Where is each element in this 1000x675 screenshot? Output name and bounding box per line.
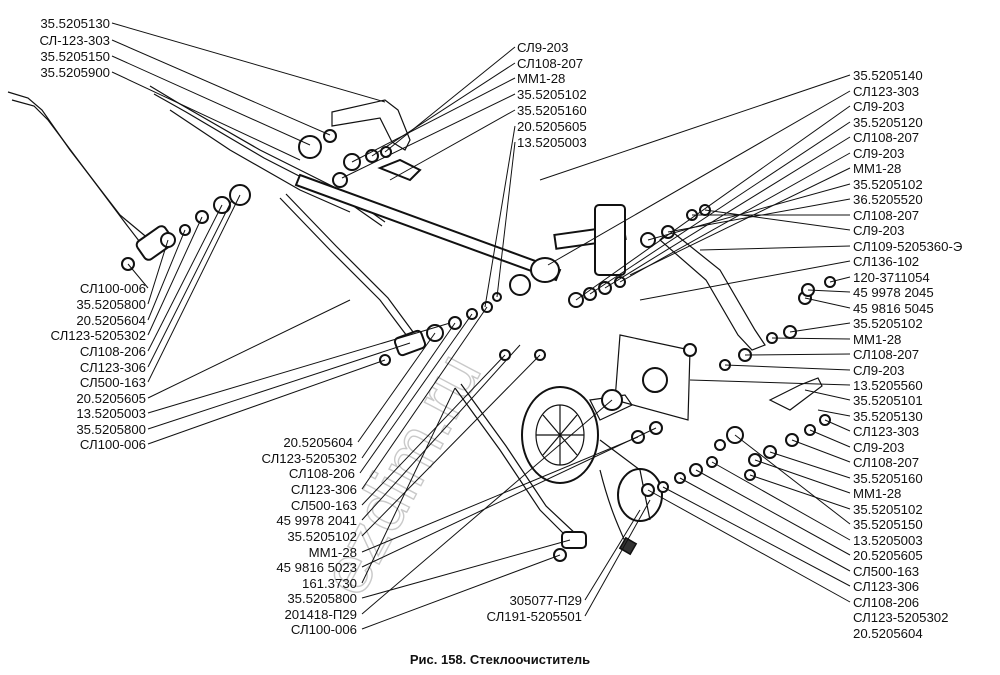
part-label: 35.5205102 xyxy=(853,177,923,192)
labels-left-low: 20.5205604 СЛ123-5205302 СЛ108-206 СЛ123… xyxy=(262,435,357,637)
part-label: 35.5205102 xyxy=(853,502,923,517)
part-label: СЛ-123-303 xyxy=(39,33,110,48)
top-crank xyxy=(331,99,411,151)
part-label: СЛ9-203 xyxy=(853,99,904,114)
part-label: 20.5205605 xyxy=(76,391,146,406)
part-label: 120-3711054 xyxy=(853,270,930,285)
part-label: ММ1-28 xyxy=(517,71,565,86)
part-label: 35.5205150 xyxy=(40,49,110,64)
part-label: 20.5205604 xyxy=(283,435,353,450)
labels-right: 35.5205140 СЛ123-303 СЛ9-203 35.5205120 … xyxy=(853,68,963,641)
part-label: ММ1-28 xyxy=(853,332,901,347)
part-label: 35.5205800 xyxy=(76,297,146,312)
part-label: СЛ108-206 xyxy=(289,466,355,481)
part-label: 35.5205160 xyxy=(517,103,587,118)
labels-left-mid: СЛ100-006 35.5205800 20.5205604 СЛ123-52… xyxy=(51,281,146,452)
part-label: СЛ123-5205302 xyxy=(51,328,146,343)
part-label: 36.5205520 xyxy=(853,192,923,207)
labels-bottom-center: 305077-П29 СЛ191-5205501 xyxy=(487,593,582,624)
part-label: 35.5205130 xyxy=(853,409,923,424)
labels-top-left: 35.5205130 СЛ-123-303 35.5205150 35.5205… xyxy=(39,16,110,80)
part-label: 35.5205900 xyxy=(40,65,110,80)
gearbox-cover xyxy=(617,468,663,522)
right-lever xyxy=(659,229,766,351)
part-label: СЛ108-207 xyxy=(517,56,583,71)
part-label: СЛ500-163 xyxy=(80,375,146,390)
part-label: 45 9978 2041 xyxy=(276,513,357,528)
part-label: СЛ123-303 xyxy=(853,424,919,439)
part-label: 161.3730 xyxy=(302,576,357,591)
part-label: СЛ108-206 xyxy=(80,344,146,359)
part-label: СЛ191-5205501 xyxy=(487,609,582,624)
part-label: ММ1-28 xyxy=(853,486,901,501)
part-label: СЛ108-206 xyxy=(853,595,919,610)
part-label: СЛ108-207 xyxy=(853,347,919,362)
linkage-rod xyxy=(294,173,562,282)
part-label: 45 9816 5023 xyxy=(276,560,357,575)
part-label: 35.5205800 xyxy=(76,422,146,437)
part-label: СЛ9-203 xyxy=(853,440,904,455)
part-label: 20.5205605 xyxy=(517,119,587,134)
part-label: СЛ136-102 xyxy=(853,254,919,269)
leader-lines xyxy=(111,22,851,630)
left-upper-arm xyxy=(7,91,151,241)
part-label: СЛ100-006 xyxy=(80,437,146,452)
labels-top-center: СЛ9-203 СЛ108-207 ММ1-28 35.5205102 35.5… xyxy=(517,40,587,150)
part-label: 35.5205102 xyxy=(287,529,357,544)
part-label: СЛ123-306 xyxy=(291,482,357,497)
part-label: СЛ109-5205360-Э xyxy=(853,239,963,254)
part-label: 35.5205160 xyxy=(853,471,923,486)
part-label: СЛ123-306 xyxy=(80,360,146,375)
part-label: 20.5205604 xyxy=(76,313,146,328)
figure-caption: Рис. 158. Стеклоочиститель xyxy=(410,652,590,667)
part-label: 35.5205120 xyxy=(853,115,923,130)
part-label: СЛ123-5205302 xyxy=(853,610,948,625)
part-label: СЛ9-203 xyxy=(853,363,904,378)
part-label: 13.5205003 xyxy=(853,533,923,548)
part-label: 35.5205130 xyxy=(40,16,110,31)
part-label: СЛ9-203 xyxy=(853,146,904,161)
part-label: 13.5205003 xyxy=(517,135,587,150)
part-label: 13.5205003 xyxy=(76,406,146,421)
part-label: СЛ108-207 xyxy=(853,208,919,223)
mounting-plate xyxy=(614,334,691,421)
part-label: СЛ9-203 xyxy=(853,223,904,238)
part-label: 20.5205605 xyxy=(853,548,923,563)
part-label: 35.5205150 xyxy=(853,517,923,532)
part-label: СЛ108-207 xyxy=(853,455,919,470)
part-label: СЛ100-006 xyxy=(80,281,146,296)
part-label: 35.5205102 xyxy=(517,87,587,102)
part-label: 35.5205101 xyxy=(853,393,923,408)
part-label: СЛ9-203 xyxy=(517,40,568,55)
right-crank xyxy=(768,377,823,411)
part-label: 201418-П29 xyxy=(284,607,357,622)
part-label: 13.5205560 xyxy=(853,378,923,393)
part-label: СЛ500-163 xyxy=(291,498,357,513)
left-lower-arm xyxy=(279,197,411,341)
part-label: 45 9816 5045 xyxy=(853,301,934,316)
part-label: СЛ123-303 xyxy=(853,84,919,99)
pivot-bushing xyxy=(530,257,560,283)
part-label: СЛ108-207 xyxy=(853,130,919,145)
part-label: 45 9978 2045 xyxy=(853,285,934,300)
part-label: СЛ123-306 xyxy=(853,579,919,594)
part-label: СЛ500-163 xyxy=(853,564,919,579)
part-label: 305077-П29 xyxy=(509,593,582,608)
part-label: ММ1-28 xyxy=(853,161,901,176)
part-label: 35.5205140 xyxy=(853,68,923,83)
part-label: 35.5205800 xyxy=(287,591,357,606)
part-label: СЛ123-5205302 xyxy=(262,451,357,466)
part-label: 35.5205102 xyxy=(853,316,923,331)
part-label: 20.5205604 xyxy=(853,626,923,641)
part-label: ММ1-28 xyxy=(309,545,357,560)
part-label: СЛ100-006 xyxy=(291,622,357,637)
